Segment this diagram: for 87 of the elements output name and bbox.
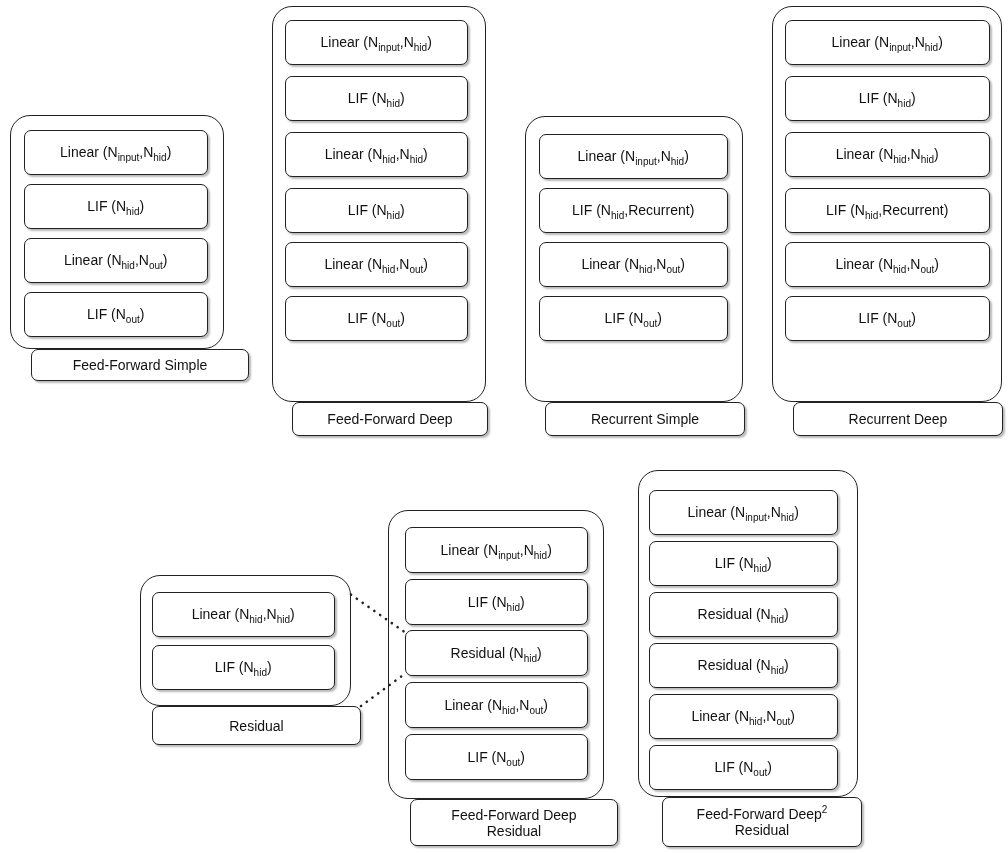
layer-box	[648, 744, 838, 790]
layer-label: Linear (N$_{hid}$,N$_{out}$)	[324, 256, 428, 273]
layer-label: Linear (N$_{input}$,N$_{hid}$)	[60, 144, 172, 161]
layer-box	[784, 241, 990, 287]
model-label-tab	[31, 349, 249, 381]
model-panel	[638, 470, 858, 797]
layer-label: LIF (N$_{out}$)	[858, 310, 916, 327]
layer-label: Residual (N$_{hid}$)	[697, 657, 789, 674]
model-name: Residual	[228, 717, 285, 734]
model-name: Feed-Forward Deep$^{2}$ Residual	[695, 806, 829, 838]
layer-box	[784, 295, 990, 341]
model-panel	[10, 115, 224, 349]
layer-label: LIF (N$_{out}$)	[86, 306, 145, 323]
layer-box	[538, 295, 728, 341]
layer-box	[784, 19, 990, 65]
layer-box	[784, 75, 990, 121]
layer-label: LIF (N$_{hid}$,Recurrent)	[572, 202, 695, 219]
layer-box	[151, 644, 335, 690]
layer-label: Linear (N$_{input}$,N$_{hid}$)	[577, 148, 689, 165]
layer-label: Residual (N$_{hid}$)	[697, 606, 789, 623]
layer-box	[284, 75, 468, 121]
layer-label: LIF (N$_{hid}$)	[347, 202, 405, 219]
layer-label: LIF (N$_{out}$)	[604, 310, 662, 327]
layer-box	[23, 129, 208, 175]
layer-label: Residual (N$_{hid}$)	[450, 644, 542, 661]
layer-box	[648, 489, 838, 535]
layer-box	[404, 733, 588, 780]
model-label-tab	[152, 706, 361, 745]
model-label-tab	[410, 799, 618, 846]
layer-box	[538, 241, 728, 287]
layer-label: LIF (N$_{hid}$)	[347, 90, 405, 107]
layer-box	[538, 133, 728, 179]
model-name: Recurrent Simple	[589, 411, 701, 427]
model-label-tab	[292, 402, 488, 436]
model-panel	[272, 6, 486, 402]
layer-box	[23, 237, 208, 283]
layer-label: LIF (N$_{hid}$)	[467, 593, 525, 610]
layer-label: Linear (N$_{hid}$,N$_{out}$)	[835, 256, 939, 273]
model-name: Feed-Forward Deep	[326, 411, 454, 427]
layer-box	[404, 629, 588, 676]
layer-box	[648, 642, 838, 688]
layer-box	[284, 131, 468, 177]
layer-label: Linear (N$_{input}$,N$_{hid}$)	[320, 34, 432, 51]
model-name: Feed-Forward Simple	[71, 357, 209, 373]
layer-label: LIF (N$_{out}$)	[347, 310, 405, 327]
layer-box	[151, 591, 335, 637]
dotted-connector	[349, 593, 407, 634]
layer-label: LIF (N$_{hid}$,Recurrent)	[826, 202, 949, 219]
layer-box	[284, 19, 468, 65]
layer-box	[23, 291, 208, 337]
layer-box	[538, 187, 728, 233]
model-panel	[772, 6, 1002, 402]
layer-label: LIF (N$_{hid}$)	[214, 659, 272, 676]
layer-label: Linear (N$_{input}$,N$_{hid}$)	[831, 34, 943, 51]
layer-label: LIF (N$_{hid}$)	[87, 198, 145, 215]
layer-label: LIF (N$_{hid}$)	[714, 555, 772, 572]
layer-label: Linear (N$_{hid}$,N$_{out}$)	[444, 696, 548, 713]
layer-label: Linear (N$_{hid}$,N$_{out}$)	[63, 252, 168, 269]
layer-box	[784, 131, 990, 177]
model-panel	[525, 116, 743, 402]
model-label-tab	[793, 402, 1003, 436]
layer-box	[23, 183, 208, 229]
layer-label: Linear (N$_{hid}$,N$_{hid}$)	[324, 146, 428, 163]
model-label-tab	[545, 402, 745, 436]
layer-box	[648, 591, 838, 637]
layer-label: Linear (N$_{hid}$,N$_{hid}$)	[191, 606, 295, 623]
layer-box	[284, 187, 468, 233]
model-name: Recurrent Deep	[847, 411, 949, 427]
layer-label: Linear (N$_{input}$,N$_{hid}$)	[687, 504, 799, 521]
layer-label: LIF (N$_{out}$)	[714, 759, 772, 776]
layer-box	[404, 526, 588, 573]
layer-box	[648, 540, 838, 586]
layer-label: Linear (N$_{hid}$,N$_{out}$)	[581, 256, 685, 273]
layer-box	[648, 693, 838, 739]
model-panel	[388, 510, 604, 799]
layer-label: Linear (N$_{hid}$,N$_{hid}$)	[835, 146, 939, 163]
layer-box	[284, 295, 468, 341]
model-name: Feed-Forward Deep Residual	[450, 806, 578, 839]
layer-box	[404, 681, 588, 728]
layer-box	[404, 578, 588, 625]
layer-label: Linear (N$_{hid}$,N$_{out}$)	[691, 708, 795, 725]
model-panel	[140, 575, 351, 706]
layer-label: LIF (N$_{out}$)	[467, 748, 525, 765]
model-label-tab	[662, 797, 862, 847]
layer-box	[784, 187, 990, 233]
layer-box	[284, 241, 468, 287]
layer-label: LIF (N$_{hid}$)	[858, 90, 916, 107]
